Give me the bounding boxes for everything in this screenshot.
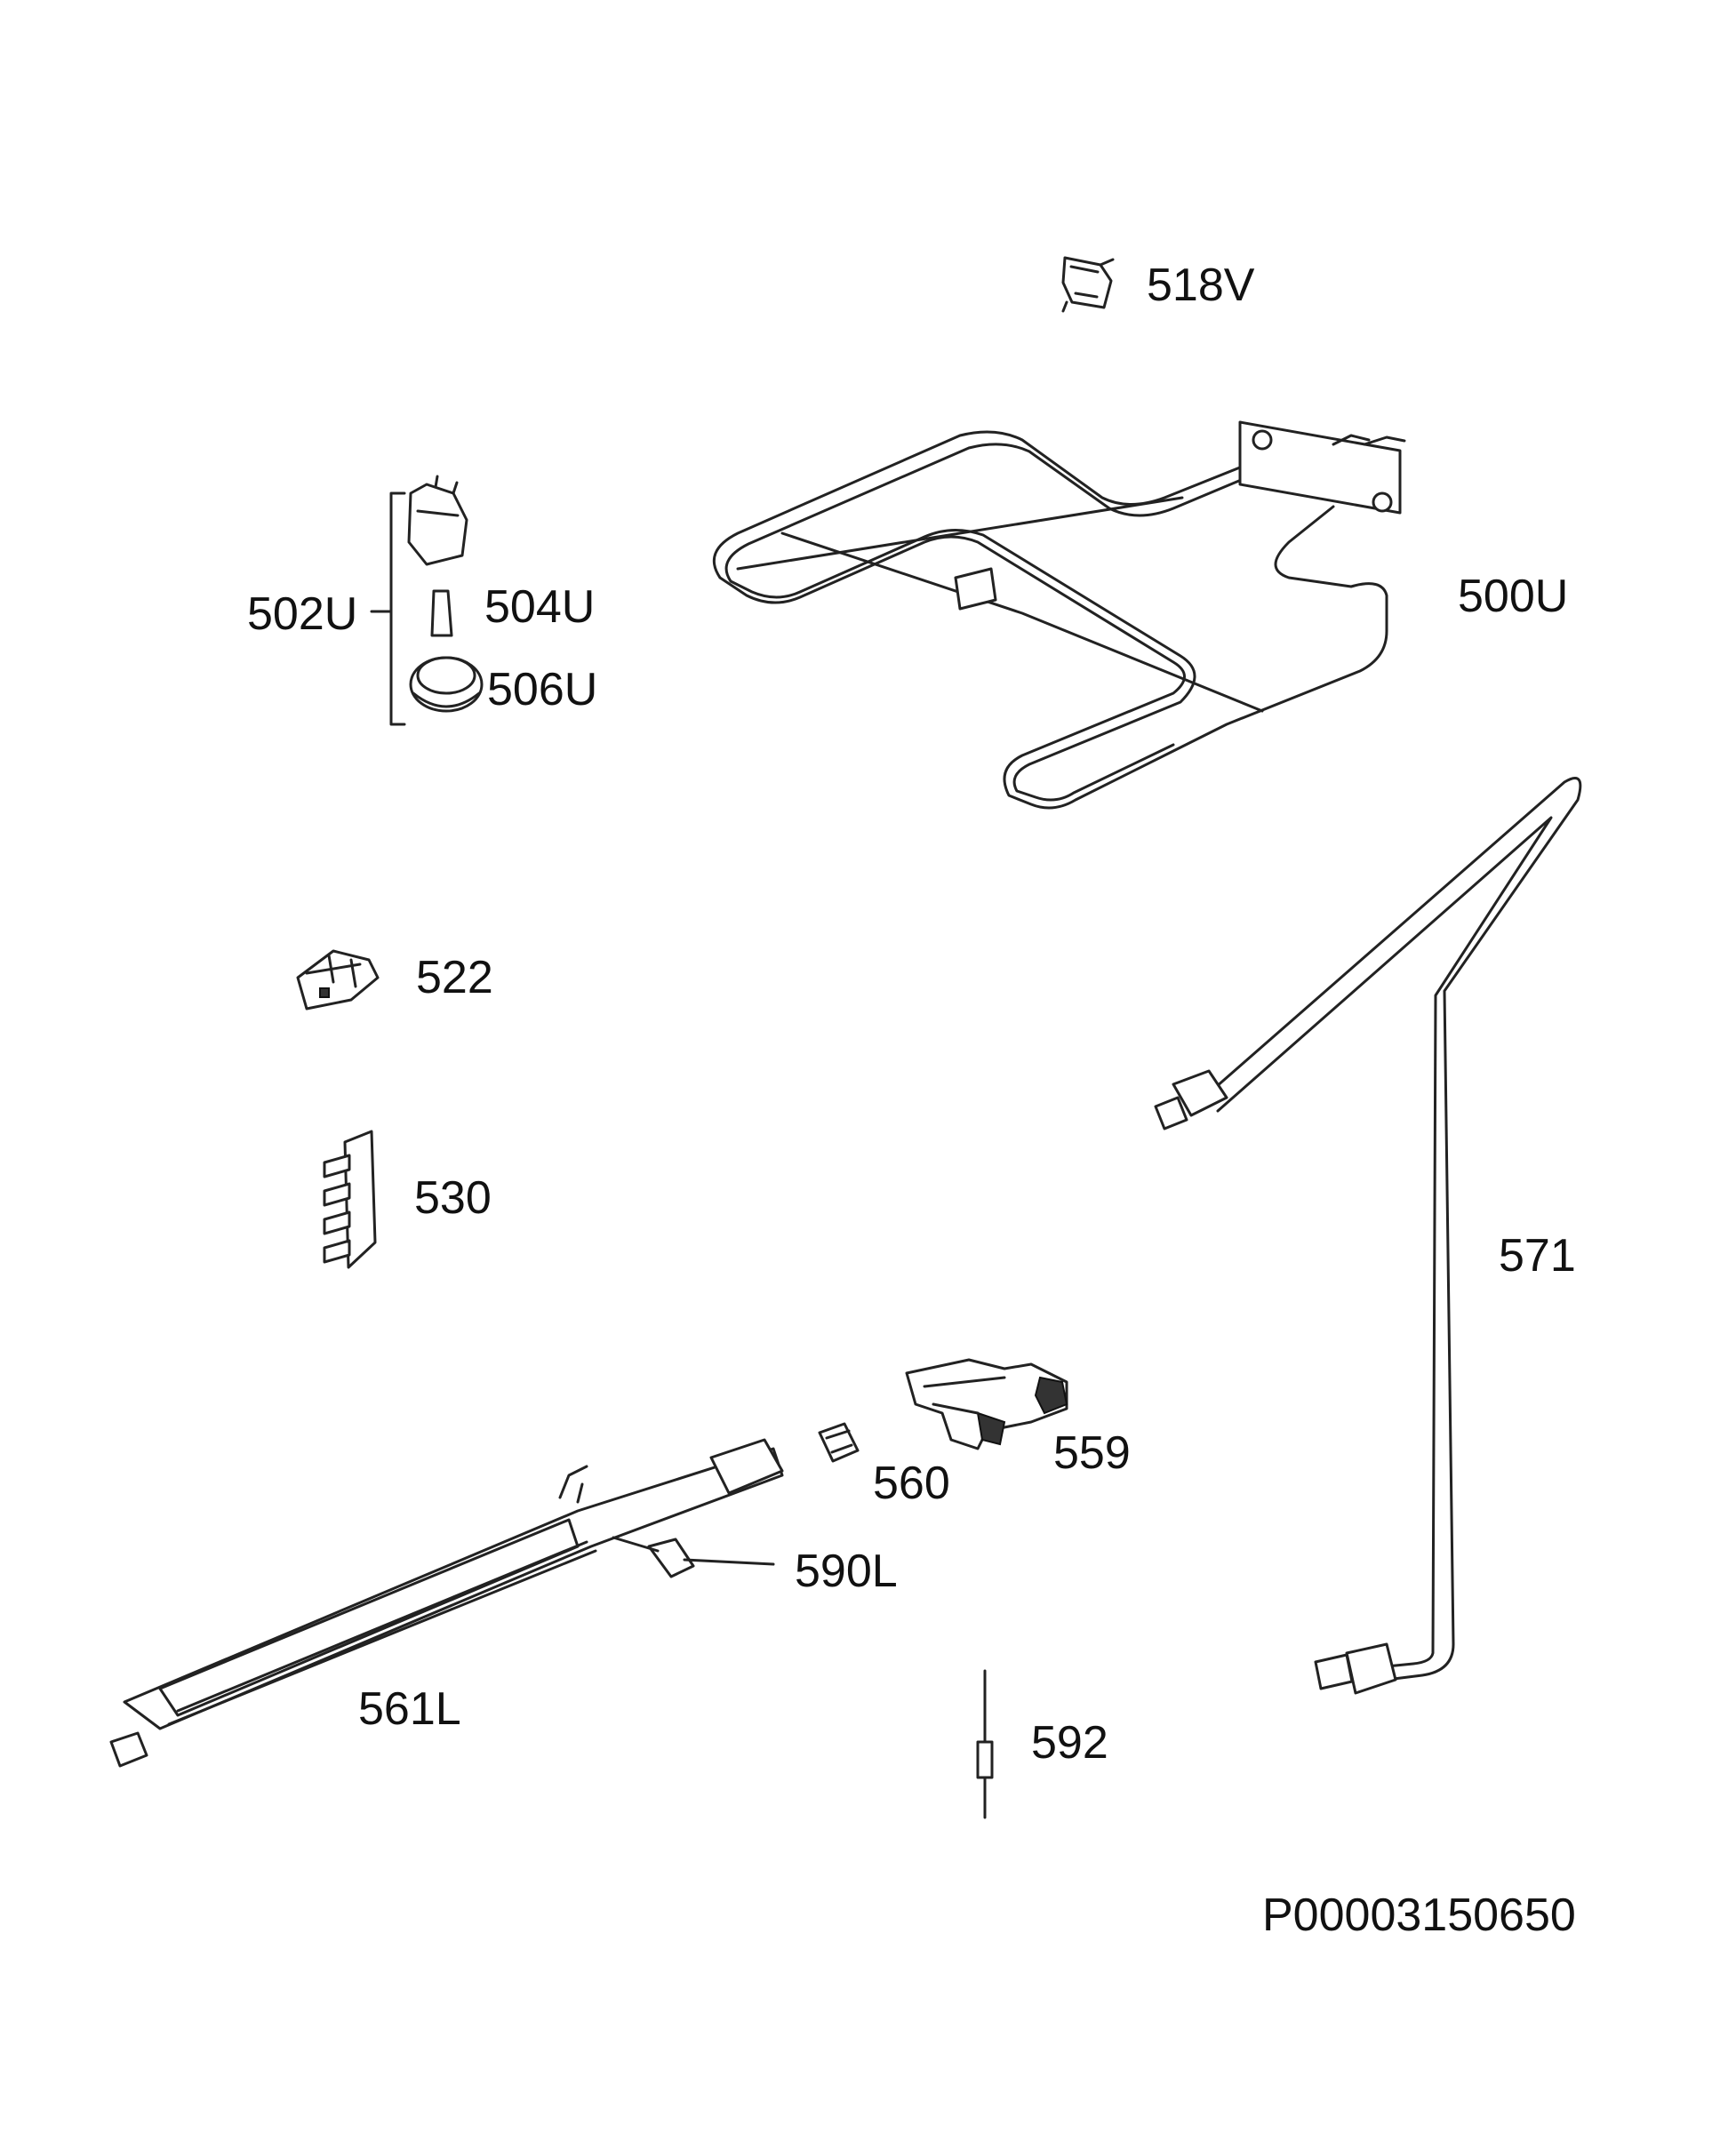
part-502U-bracket <box>370 491 406 726</box>
part-506U-knob[interactable] <box>409 656 484 713</box>
label-571: 571 <box>1499 1230 1576 1282</box>
label-592: 592 <box>1031 1717 1108 1769</box>
part-561L-burner[interactable] <box>109 1438 784 1768</box>
part-518V-clip[interactable] <box>1061 256 1115 313</box>
label-518V: 518V <box>1147 260 1255 311</box>
label-506U: 506U <box>487 664 597 715</box>
part-590L-ignitor[interactable] <box>612 1536 775 1578</box>
part-571-gas-pipe[interactable] <box>1154 777 1582 1695</box>
label-559: 559 <box>1053 1427 1131 1479</box>
part-559-valve[interactable] <box>905 1358 1068 1450</box>
label-530: 530 <box>414 1172 492 1224</box>
part-530-terminal-block[interactable] <box>323 1130 377 1269</box>
label-560: 560 <box>873 1458 950 1509</box>
label-500U: 500U <box>1458 571 1568 622</box>
drawing-id: P00003150650 <box>1262 1889 1576 1941</box>
part-560-fitting[interactable] <box>818 1422 860 1463</box>
part-504U-component[interactable] <box>407 475 468 637</box>
part-592-probe[interactable] <box>976 1669 994 1819</box>
label-504U: 504U <box>484 581 595 633</box>
label-590L: 590L <box>795 1546 898 1597</box>
part-500U-heating-element[interactable] <box>712 420 1406 810</box>
label-522: 522 <box>416 952 493 1003</box>
label-561L: 561L <box>358 1683 461 1735</box>
part-522-clip[interactable] <box>296 949 380 1011</box>
label-502U: 502U <box>247 588 357 640</box>
